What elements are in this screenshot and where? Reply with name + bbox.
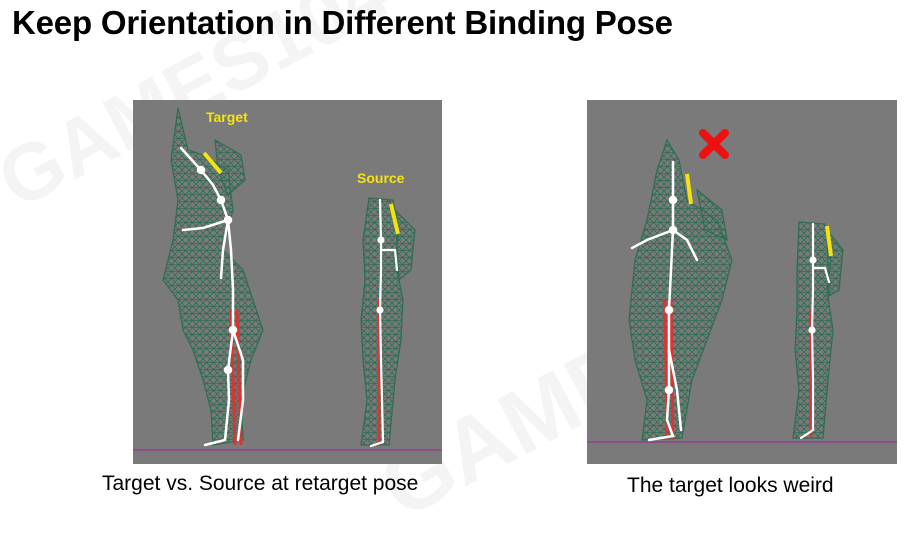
left-viewport-image: Target Source: [133, 100, 442, 464]
source-label: Source: [357, 170, 405, 186]
target-orientation-marker: [202, 151, 223, 175]
target-source-figures: [133, 107, 442, 451]
left-caption: Target vs. Source at retarget pose: [102, 472, 419, 495]
right-caption: The target looks weird: [627, 474, 834, 497]
weird-target-figures: [587, 129, 897, 443]
target-mesh: [162, 107, 264, 446]
slide-title: Keep Orientation in Different Binding Po…: [12, 4, 673, 41]
source-orientation-marker: [825, 225, 833, 257]
target-mesh: [628, 138, 733, 441]
right-viewport-image: [587, 100, 897, 464]
source-mesh: [792, 221, 844, 439]
target-label: Target: [206, 109, 248, 125]
source-orientation-marker: [389, 203, 400, 235]
red-x-cross-icon: [699, 129, 729, 159]
source-mesh: [360, 197, 416, 446]
source-skeleton: [799, 222, 831, 440]
target-skeleton: [630, 160, 699, 442]
target-orientation-marker: [685, 173, 693, 205]
source-skeleton: [369, 198, 399, 448]
target-skeleton: [179, 146, 245, 447]
